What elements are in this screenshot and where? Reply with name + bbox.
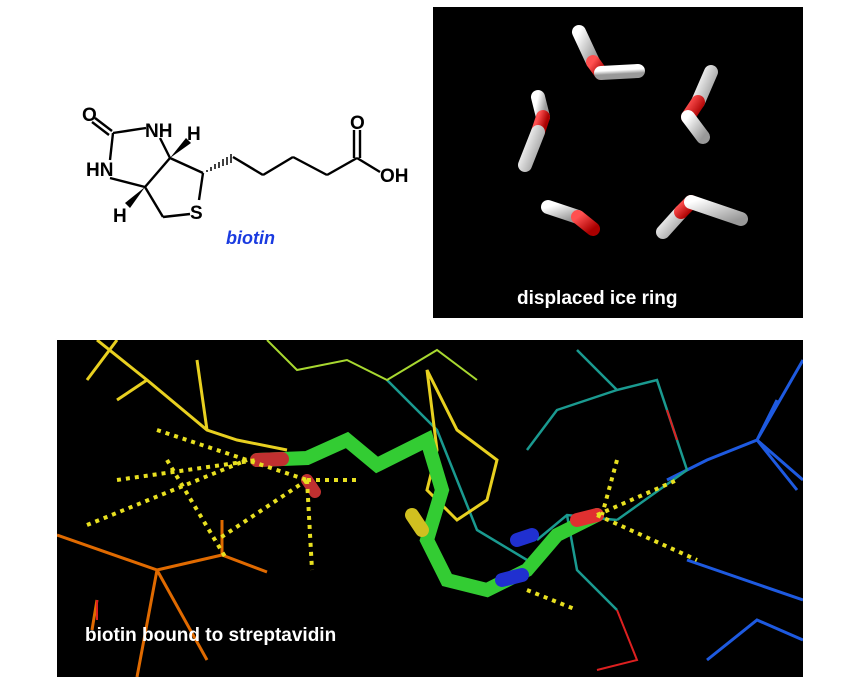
water-2 [681,65,718,144]
protein-render [56,338,805,678]
yellow-residue [85,338,499,522]
atom-h-top: H [187,124,201,145]
water-1 [572,25,645,80]
lime-residue [266,339,478,382]
water-5 [541,200,600,276]
atom-nh: NH [145,121,172,142]
biotin-ligand [250,430,604,598]
biotin-label: biotin [226,228,275,248]
ice-ring-caption: displaced ice ring [517,288,678,309]
biotin-structure: O NH HN H H S O OH biotin [82,105,409,248]
atom-o-acid: O [350,113,365,134]
atom-s: S [190,203,203,224]
blue-residue [666,359,805,662]
teal-residue [386,349,689,611]
hydrogen-bonds [86,428,698,612]
orange-residue [56,520,268,678]
atom-h-bottom: H [113,206,127,227]
atom-o: O [82,105,97,126]
atom-oh: OH [380,166,409,187]
streptavidin-caption: biotin bound to streptavidin [85,625,337,646]
water-3 [518,90,550,172]
ice-ring-panel: displaced ice ring [433,7,803,318]
atom-hn: HN [86,160,113,181]
water-4 [656,195,748,239]
streptavidin-panel: biotin bound to streptavidin [56,338,805,678]
water-molecules [518,25,748,276]
